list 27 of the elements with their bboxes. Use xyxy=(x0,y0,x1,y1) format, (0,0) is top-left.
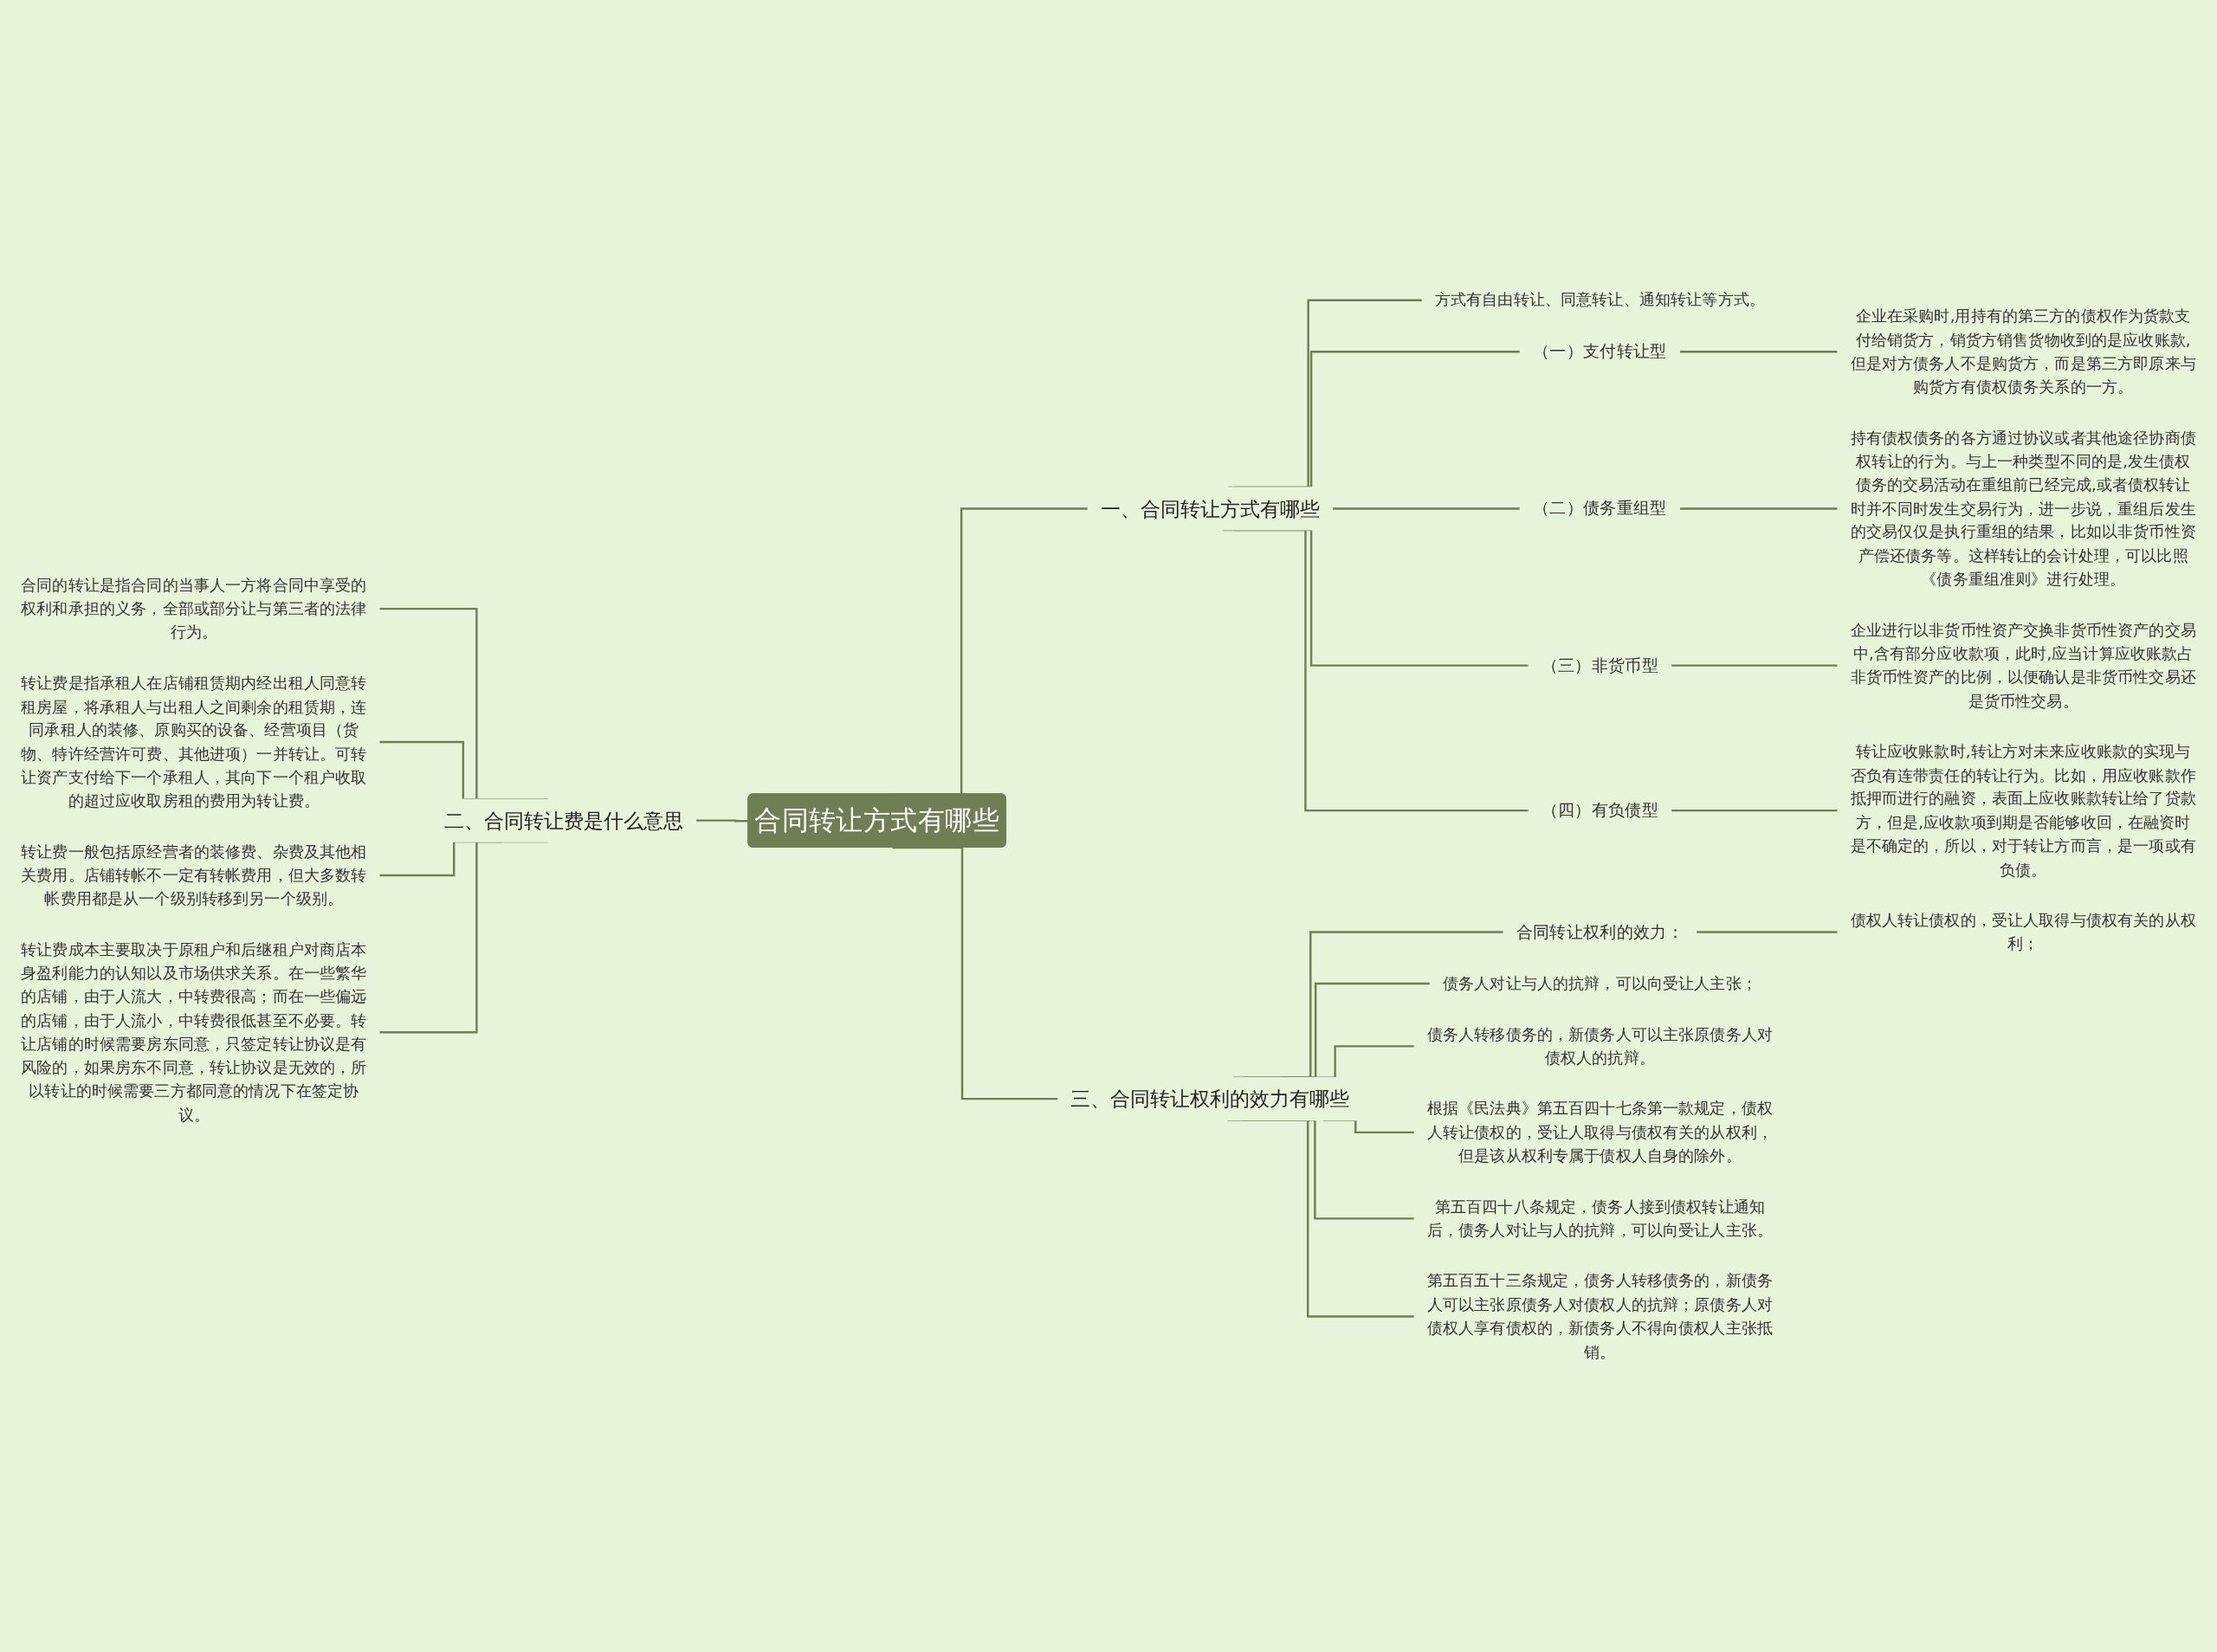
connector xyxy=(1679,351,1839,353)
node-text: 企业进行以非货币性资产交换非货币性资产的交易中,含有部分应收款项，此时,应当计算应收账款占非货币性资产的比例，以便确认是非货币性交易还是货币性交易。 xyxy=(1850,620,2196,711)
node-text: 转让费是指承租人在店铺租赁期内经出租人同意转租房屋，将承租人与出租人之间剩余的租赁期，连同承租人的装修、原购买的设备、经营项目（货物、特许经营许可费、其他进项）一并转让。可转让资产支付给下一个承租人，其向下一个租户收取的超过应收取房租的费用为转让费。 xyxy=(21,673,367,810)
connector xyxy=(892,846,1058,1100)
connector xyxy=(1679,507,1839,510)
node-text: 债务人对让与人的抗辩，可以向受让人主张； xyxy=(1442,973,1757,993)
node-text: 方式有自由转让、同意转让、通知转让等方式。 xyxy=(1434,290,1765,310)
node-text: 第五百五十三条规定，债务人转移债务的，新债务人可以主张原债务人对债权人的抗辩；原债务人对债权人享有债权的，新债务人不得向债权人主张抵销。 xyxy=(1426,1271,1774,1361)
node-text: 转让费一般包括原经营者的装修费、杂费及其他相关费用。店铺转帐不一定有转帐费用，但大多数转帐费用都是从一个级别转移到另一个级别。 xyxy=(21,842,367,908)
node-text: （三）非货币型 xyxy=(1541,655,1659,675)
node-text: 债权人转让债权的，受让人取得与债权有关的从权利； xyxy=(1850,910,2196,953)
node-text: 根据《民法典》第五百四十七条第一款规定，债权人转让债权的，受让人取得与债权有关的从权利，但是该从权利专属于债权人自身的除外。 xyxy=(1426,1099,1774,1165)
node-text: 转让应收账款时,转让方对未来应收账款的实现与否负有连带责任的转让行为。比如，用应收账款作抵押而进行的融资，表面上应收账款转让给了贷款方，但是,应收款项到期是否能够收回，在融资时是不确定的，所以，对于转让方而言，是一项或有负债。 xyxy=(1850,741,2196,879)
node-text: 持有债权债务的各方通过协议或者其他途径协商债权转让的行为。与上一种类型不同的是,发生债权债务的交易活动在重组前已经完成,或者债权转让时并不同时发生交易行为，进一步说，重组后发生的交易仅仅是执行重组的结果，比如以非货币性资产偿还债务等。这样转让的会计处理，可以比照《债务重组准则》进行处理。 xyxy=(1850,428,2196,589)
connector xyxy=(1671,664,1839,667)
node-text: 债务人转移债务的，新债务人可以主张原债务人对债权人的抗辩。 xyxy=(1426,1024,1774,1068)
node-text: 第五百四十八条规定，债务人接到债权转让通知后，债务人对让与人的抗辩，可以向受让人主张。 xyxy=(1426,1197,1774,1240)
node-text: （二）债务重组型 xyxy=(1532,498,1667,519)
node-text: （四）有负债型 xyxy=(1541,800,1659,821)
node-text: 企业在采购时,用持有的第三方的债权作为货款支付给销货方，销货方销售货物收到的是应收账款,但是对方债务人不是购货方，而是第三方即原来与购货方有债权债务关系的一方。 xyxy=(1850,307,2196,397)
node-text: 合同的转让是指合同的当事人一方将合同中享受的权利和承担的义务，全部或部分让与第三者的法律行为。 xyxy=(21,575,367,642)
connector xyxy=(1696,931,1839,933)
connector xyxy=(1332,507,1521,510)
node-text: （一）支付转让型 xyxy=(1532,341,1667,362)
node-text: 转让费成本主要取决于原租户和后继租户对商店本身盈利能力的认知以及市场供求关系。在一些繁华的店铺，由于人流大，中转费很高；而在一些偏远的店铺，由于人流小，中转费很低甚至不必要。转让店铺的时候需要房东同意，只签定转让协议是有风险的，如果房东不同意，转让协议是无效的，所以转让的时候需要三方都同意的情况下在签定协议。 xyxy=(21,939,367,1125)
connector xyxy=(1671,809,1839,812)
node-text: 合同转让权利的效力： xyxy=(1516,921,1684,942)
